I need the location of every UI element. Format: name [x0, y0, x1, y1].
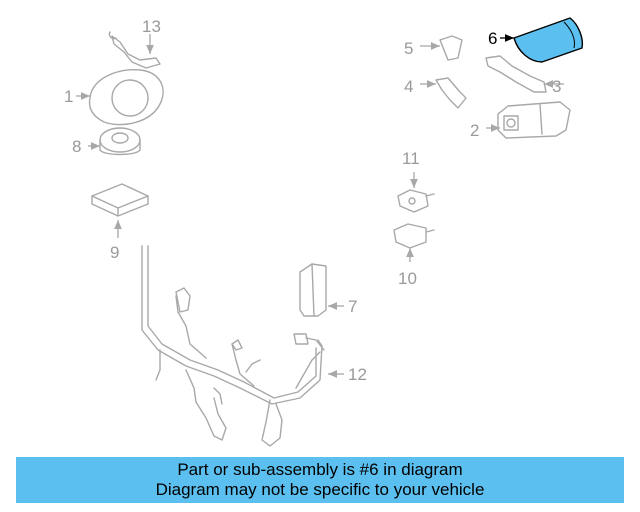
callout-10: 10	[398, 269, 417, 288]
part-3-mounting-bracket: 3	[485, 55, 564, 96]
callout-3: 3	[552, 77, 561, 96]
part-8-clockspring: 8	[72, 127, 141, 156]
callout-8: 8	[72, 137, 81, 156]
callout-7: 7	[348, 297, 357, 316]
callout-2: 2	[470, 121, 479, 140]
parts-diagram: 13 1 8 9 5 4 3	[64, 17, 584, 447]
callout-5: 5	[404, 39, 413, 58]
callout-4: 4	[404, 77, 413, 96]
part-4-bracket: 4	[404, 77, 467, 109]
banner-line-1: Part or sub-assembly is #6 in diagram	[177, 460, 463, 479]
part-5-bracket: 5	[404, 35, 463, 61]
callout-9: 9	[110, 243, 119, 262]
info-banner: Part or sub-assembly is #6 in diagram Di…	[16, 457, 624, 503]
callout-6: 6	[488, 29, 497, 48]
part-2-passenger-airbag: 2	[470, 101, 571, 140]
part-6-cover-highlighted: 6	[488, 17, 584, 63]
part-1-airbag-cover: 1	[64, 69, 164, 126]
callout-13: 13	[142, 17, 161, 36]
callout-11: 11	[402, 149, 420, 168]
part-13-sensor: 13	[108, 17, 161, 69]
part-9-control-module: 9	[91, 183, 149, 262]
callout-1: 1	[64, 87, 73, 106]
part-7-module: 7	[299, 263, 357, 317]
part-12-wiring-harness: 12	[141, 245, 367, 447]
part-10-sensor: 10	[393, 223, 435, 288]
part-11-impact-sensor: 11	[397, 149, 435, 213]
callout-12: 12	[348, 365, 367, 384]
banner-line-2: Diagram may not be specific to your vehi…	[155, 480, 485, 499]
